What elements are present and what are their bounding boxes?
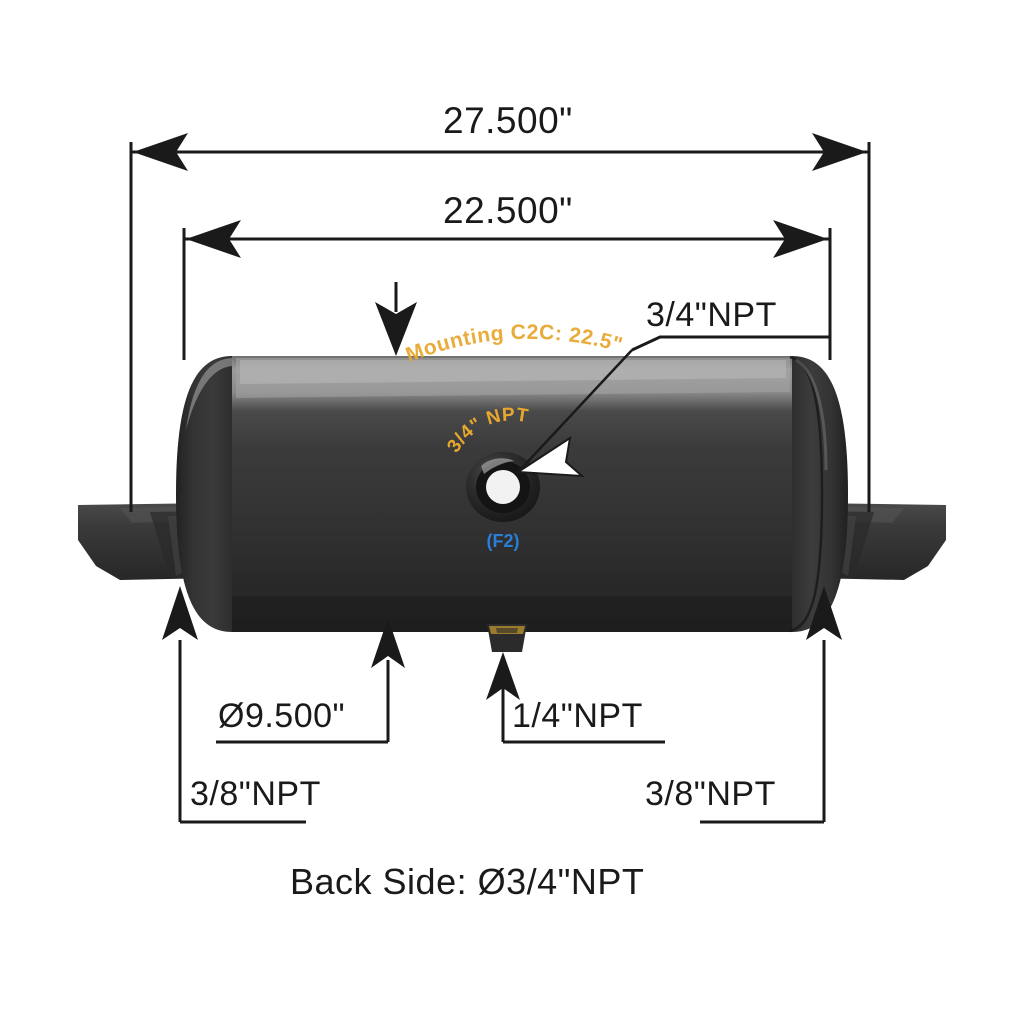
tank-right-end-cap <box>792 356 848 632</box>
bottom-drain-label: 1/4"NPT <box>512 697 643 735</box>
overall-length-label: 27.500" <box>443 100 573 141</box>
top-port-leader <box>514 335 742 478</box>
bottom-drain-port-boss <box>487 624 527 652</box>
back-side-caption: Back Side: Ø3/4"NPT <box>290 861 645 902</box>
left-end-port-leader <box>162 586 306 824</box>
tank-left-end-cap <box>176 356 232 632</box>
top-port-label: 3/4"NPT <box>646 296 777 334</box>
tank-diameter-label: Ø9.500" <box>218 697 346 735</box>
tank-port-id-label: (F2) <box>487 531 520 551</box>
diameter-leader <box>216 618 405 744</box>
c2c-arrowheads <box>186 220 828 258</box>
overall-length-arrowheads <box>133 133 867 171</box>
air-tank-illustration: Mounting C2C: 22.5" 3/4" NPT (F2) <box>78 321 946 652</box>
dimension-lines <box>129 142 871 512</box>
front-port-boss <box>466 452 540 522</box>
left-end-port-label: 3/8"NPT <box>190 775 321 813</box>
right-end-port-leader <box>700 586 842 824</box>
bottom-drain-leader <box>486 652 665 744</box>
right-end-port-label: 3/8"NPT <box>645 775 776 813</box>
mounting-point-indicator <box>375 282 417 356</box>
c2c-length-label: 22.500" <box>443 190 573 231</box>
